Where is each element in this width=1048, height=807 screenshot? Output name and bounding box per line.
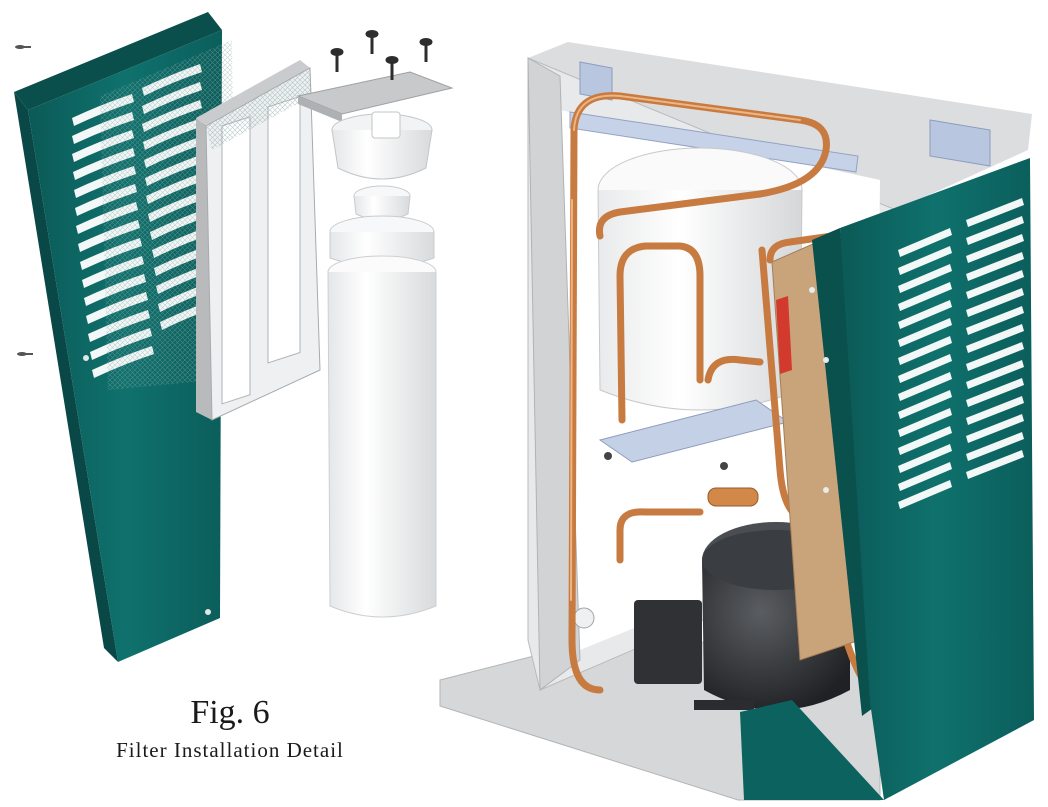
filter-head <box>331 111 433 221</box>
filter-mounting-bracket <box>196 60 321 421</box>
filter-drier <box>707 487 759 507</box>
left-side-panel <box>14 12 236 662</box>
filter-cartridge <box>327 215 437 618</box>
right-panel-louvers <box>898 198 1024 509</box>
top-mounting-plate <box>296 71 454 122</box>
panel-screws <box>15 45 33 356</box>
right-side-panel <box>740 158 1034 800</box>
figure-title: Filter Installation Detail <box>116 738 344 762</box>
copper-highlight <box>570 94 801 601</box>
figure-label: Fig. 6 <box>190 694 270 731</box>
mounting-screws <box>330 30 433 80</box>
